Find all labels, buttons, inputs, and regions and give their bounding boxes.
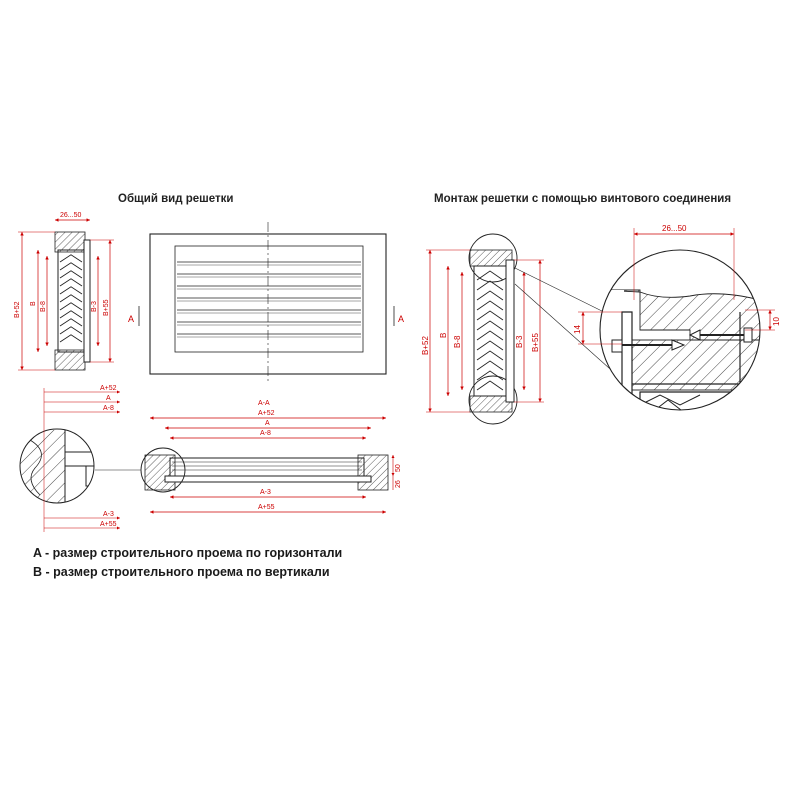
dim-a-minus-8-top: A-8 bbox=[260, 430, 271, 437]
dim-b-minus-8-left: B-8 bbox=[40, 301, 47, 312]
dim-a-plus-55-bottom: A+55 bbox=[258, 504, 275, 511]
installation-title: Монтаж решетки с помощью винтового соеди… bbox=[434, 193, 732, 205]
section-mark-left: A bbox=[128, 314, 134, 324]
section-aa-label: A-A bbox=[258, 400, 270, 407]
dim-b-plus-52-left: B+52 bbox=[14, 301, 21, 318]
dim-50-side: 50 bbox=[395, 464, 402, 472]
dim-b-right: B bbox=[439, 333, 448, 338]
dim-a-minus-8-left: A-8 bbox=[103, 405, 114, 412]
section-mark-right: A bbox=[398, 314, 404, 324]
dim-b-left: B bbox=[30, 301, 37, 306]
dim-a-top: A bbox=[265, 420, 270, 427]
vertical-section-left: 26...50 B+52 B B-8 B-3 B+55 bbox=[14, 212, 114, 371]
dim-26-50-left: 26...50 bbox=[60, 212, 82, 219]
dim-b-minus-8-right: B-8 bbox=[453, 335, 462, 348]
dim-a-plus-52-top: A+52 bbox=[258, 410, 275, 417]
dim-a-left: A bbox=[106, 395, 111, 402]
dim-26-side: 26 bbox=[395, 480, 402, 488]
front-view-grille: A A bbox=[128, 222, 404, 384]
dim-10: 10 bbox=[772, 317, 781, 326]
dim-b-minus-3-left: B-3 bbox=[91, 301, 98, 312]
horizontal-section-aa: A-A A+52 A A-8 A-3 A+55 50 26 bbox=[95, 400, 402, 514]
dim-a-plus-52-left: A+52 bbox=[100, 385, 117, 392]
dim-14: 14 bbox=[573, 325, 582, 334]
installation-detail-circle: 26...50 14 10 bbox=[573, 224, 781, 411]
dim-a-minus-3-bottom: A-3 bbox=[260, 489, 271, 496]
legend-a: A - размер строительного проема по гориз… bbox=[33, 546, 343, 560]
detail-circle-left: A+52 A A-8 A-3 A+55 bbox=[19, 385, 120, 532]
dim-b-plus-52-right: B+52 bbox=[421, 336, 430, 355]
dim-26-50-right: 26...50 bbox=[662, 224, 687, 233]
dim-a-minus-3-left: A-3 bbox=[103, 511, 114, 518]
legend-b: B - размер строительного проема по верти… bbox=[33, 565, 330, 579]
installation-section: B+52 B B-8 B-3 B+55 bbox=[421, 233, 629, 425]
dim-b-minus-3-right: B-3 bbox=[515, 335, 524, 348]
dim-a-plus-55-left: A+55 bbox=[100, 521, 117, 528]
dim-b-plus-55-right: B+55 bbox=[531, 333, 540, 352]
dim-b-plus-55-left: B+55 bbox=[103, 299, 110, 316]
general-view-title: Общий вид решетки bbox=[118, 193, 234, 205]
